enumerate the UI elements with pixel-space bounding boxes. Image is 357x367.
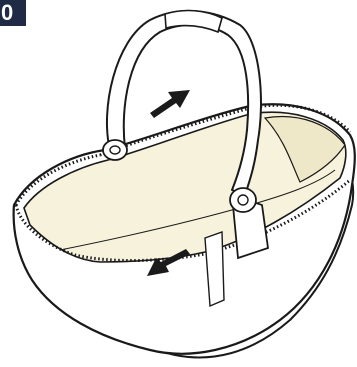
handle-grip	[165, 11, 222, 32]
arrow-push-back	[150, 90, 190, 118]
left-hinge	[103, 140, 127, 160]
